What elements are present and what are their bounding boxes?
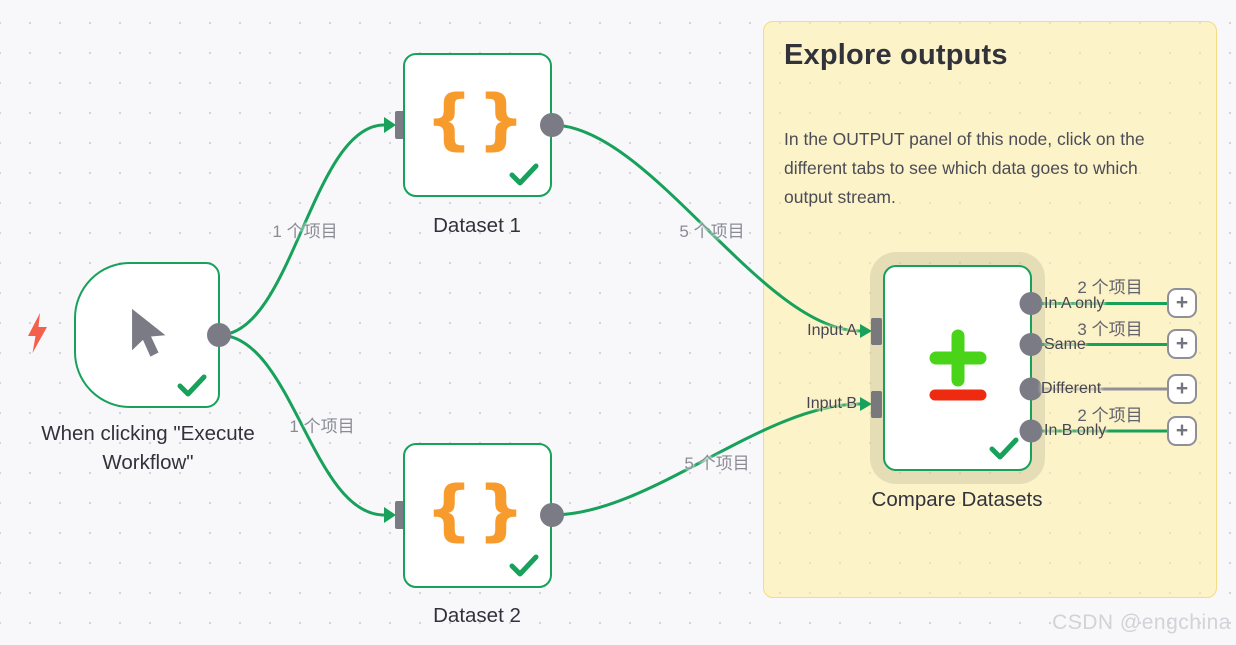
success-check-icon [509,163,539,186]
arrowhead-dataset1-input [384,117,396,133]
mouse-pointer-icon [132,308,166,357]
output-label-different: Different [1041,380,1102,397]
edge-count-label: 1 个项目 [289,417,355,436]
output-count-in-b-only: 2 个项目 [1077,406,1143,425]
input-label-a: Input A [807,322,857,339]
node-label-trigger: When clicking "Execute Workflow" [41,422,255,474]
arrowhead-dataset2-input [384,507,396,523]
json-braces-icon: {} [425,471,530,549]
output-count-in-a-only: 2 个项目 [1077,278,1143,297]
node-label-compare: Compare Datasets [871,488,1043,511]
add-node-button-in-a-only[interactable]: + [1167,288,1197,318]
success-check-icon [177,374,207,397]
node-label-dataset2: Dataset 2 [433,604,521,627]
output-label-same: Same [1044,336,1086,353]
sticky-note-title: Explore outputs [784,39,1008,71]
input-label-b: Input B [806,395,857,412]
compare-plus-minus-icon [929,329,987,401]
lightning-bolt-icon [28,313,47,353]
edge-count-label: 1 个项目 [272,222,338,241]
success-check-icon [989,437,1019,460]
json-braces-icon: {} [425,80,530,158]
output-label-in-b-only: In B only [1044,422,1107,439]
node-trigger[interactable] [74,262,220,408]
edge-count-label: 5 个项目 [684,454,750,473]
node-dataset2[interactable]: {} [403,443,552,588]
edge-count-label: 5 个项目 [679,222,745,241]
add-node-button-same[interactable]: + [1167,329,1197,359]
success-check-icon [509,554,539,577]
output-count-same: 3 个项目 [1077,320,1143,339]
node-label-dataset1: Dataset 1 [433,214,521,237]
sticky-note-body: In the OUTPUT panel of this node, click … [784,129,1145,207]
add-node-button-in-b-only[interactable]: + [1167,416,1197,446]
node-dataset1[interactable]: {} [403,53,552,197]
watermark: CSDN @engchina [1052,611,1231,634]
output-label-in-a-only: In A only [1044,295,1105,312]
add-node-button-different[interactable]: + [1167,374,1197,404]
node-compare-datasets[interactable] [883,265,1032,471]
